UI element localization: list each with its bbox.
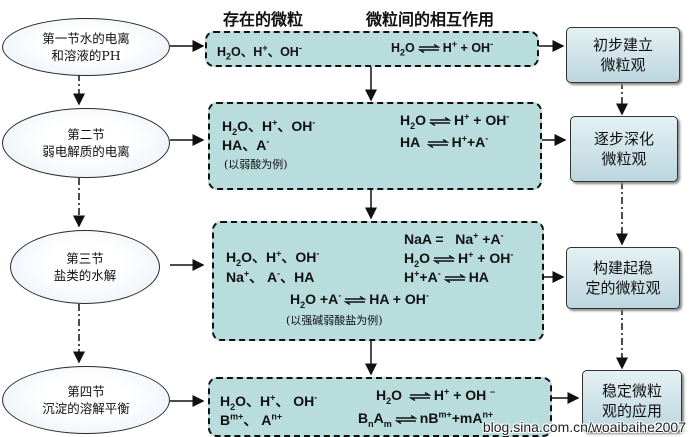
right-box-3: 构建起稳 定的微粒观 <box>566 247 680 309</box>
section-1-title: 第一节水的电离 <box>42 31 130 46</box>
right-box-2-line2: 微粒观 <box>601 150 647 168</box>
box-3-equation-1: NaA = Na+ +A- <box>404 230 504 247</box>
right-box-4: 稳定微粒 观的应用 <box>582 370 682 432</box>
right-box-2-line1: 逐步深化 <box>593 130 654 148</box>
box-4-species-line2: Bm+、 An+ <box>220 411 283 428</box>
equilibrium-icon <box>394 414 417 424</box>
section-2-ellipse: 第二节 弱电解质的电离 <box>2 108 170 178</box>
section-4-subtitle: 沉淀的溶解平衡 <box>42 401 130 416</box>
section-2-title: 第二节 <box>67 127 105 142</box>
box-3-species-line1: H2O、H+、OH- <box>226 248 320 268</box>
equilibrium-icon <box>429 116 452 126</box>
right-box-1: 初步建立 微粒观 <box>566 27 680 83</box>
section-3-subtitle: 盐类的水解 <box>53 268 117 283</box>
section-4-title: 第四节 <box>67 384 105 399</box>
equilibrium-icon <box>426 138 449 148</box>
right-box-3-line1: 构建起稳 <box>592 259 653 277</box>
equilibrium-icon <box>408 391 431 401</box>
right-box-4-line2: 观的应用 <box>601 402 662 420</box>
equilibrium-icon <box>344 295 367 305</box>
section-3-ellipse: 第三节 盐类的水解 <box>10 230 160 304</box>
section-3-title: 第三节 <box>66 251 104 266</box>
box-3-equation-3: H++A-HA <box>404 268 489 285</box>
box-4-species-line1: H2O、H+、 OH- <box>220 392 318 412</box>
box-3-species-line2: Na+、 A-、HA <box>226 268 315 285</box>
equilibrium-icon <box>417 44 440 54</box>
box-3-equation-4: H2O +A-HA + OH- <box>290 290 429 310</box>
right-box-1-line1: 初步建立 <box>592 36 653 54</box>
section-1-subtitle: 和溶液的PH <box>51 48 121 63</box>
equilibrium-icon <box>433 254 456 264</box>
header-interactions: 微粒间的相互作用 <box>366 10 495 29</box>
blog-watermark: blog.sina.com.cn/woaibaihe2007 <box>482 419 686 435</box>
right-box-2: 逐步深化 微粒观 <box>570 116 678 182</box>
box-2-species-line2: HA、A- <box>222 136 270 153</box>
equilibrium-icon <box>443 273 466 283</box>
right-box-3-line2: 定的微粒观 <box>585 279 661 297</box>
salt-note: (以强碱弱酸盐为例) <box>286 314 383 327</box>
section-1-ellipse: 第一节水的电离 和溶液的PH <box>2 18 170 76</box>
box-2-species-line1: H2O、H+、OH- <box>222 117 316 137</box>
box-2-equation-2: HA H++A- <box>400 133 489 150</box>
right-box-4-line1: 稳定微粒 <box>601 382 662 400</box>
header-species: 存在的微粒 <box>223 10 304 29</box>
right-box-1-line2: 微粒观 <box>600 56 646 74</box>
section-2-subtitle: 弱电解质的电离 <box>42 144 130 159</box>
weak-acid-note: (以弱酸为例) <box>224 158 288 171</box>
section-4-ellipse: 第四节 沉淀的溶解平衡 <box>2 366 170 434</box>
box-1-species: H2O、H+、OH- <box>217 42 302 62</box>
box-4-equation-1: H2O H+ + OH – <box>376 386 496 406</box>
